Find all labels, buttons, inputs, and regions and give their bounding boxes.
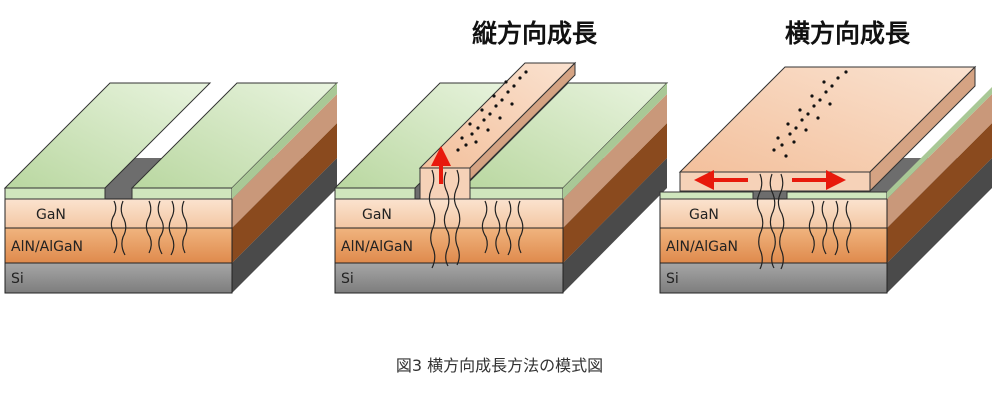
panel-lateral: 横方向成長: [659, 19, 992, 294]
substrate-label: Si: [11, 271, 24, 287]
si-side: [887, 158, 992, 293]
gan-label: GaN: [36, 207, 66, 223]
mask-right-side: [887, 87, 992, 199]
mask-right-side: [232, 83, 337, 199]
substrate-label: Si: [341, 271, 354, 287]
buffer-side: [563, 123, 667, 263]
buffer-side: [232, 123, 337, 263]
dislocation-lines: [110, 200, 188, 256]
si-side: [232, 158, 337, 293]
gan-side: [232, 94, 337, 228]
panel-title: 横方向成長: [785, 19, 911, 48]
gan-label: GaN: [689, 207, 719, 223]
mask-left-front: [659, 191, 754, 200]
gan-label: GaN: [362, 207, 392, 223]
dislocation-lines: [428, 169, 524, 269]
mask-right-front: [131, 187, 233, 200]
buffer-label: AlN/AlGaN: [666, 239, 738, 255]
growth-layer-front: [679, 171, 871, 192]
gan-front: [4, 198, 233, 229]
substrate-label: Si: [666, 271, 679, 287]
buffer-label: AlN/AlGaN: [11, 239, 83, 255]
mask-left-front: [4, 187, 106, 200]
figure-caption: 図3 横方向成長方法の模式図: [395, 356, 604, 375]
buffer-side: [887, 123, 992, 263]
si-side: [563, 158, 667, 293]
panel-initial: GaN AlN/AlGaN Si: [3, 82, 339, 294]
growth-ridge-front: [419, 167, 471, 200]
buffer-front: [4, 227, 233, 264]
panel-title: 縦方向成長: [472, 19, 598, 48]
gan-side: [887, 94, 992, 228]
dislocation-lines: [756, 173, 852, 270]
dislocation-dots: [456, 70, 528, 152]
gan-side: [563, 94, 667, 228]
gan-front: [659, 198, 888, 229]
mask-right-side: [563, 83, 667, 199]
mask-left-front: [334, 187, 416, 200]
mask-right-front: [786, 191, 888, 200]
si-front: [334, 262, 564, 294]
si-front: [4, 262, 233, 294]
panel-vertical: 縦方向成長: [333, 19, 669, 294]
mask-right-front: [462, 187, 564, 200]
buffer-label: AlN/AlGaN: [341, 239, 413, 255]
dislocation-dots: [772, 70, 848, 158]
